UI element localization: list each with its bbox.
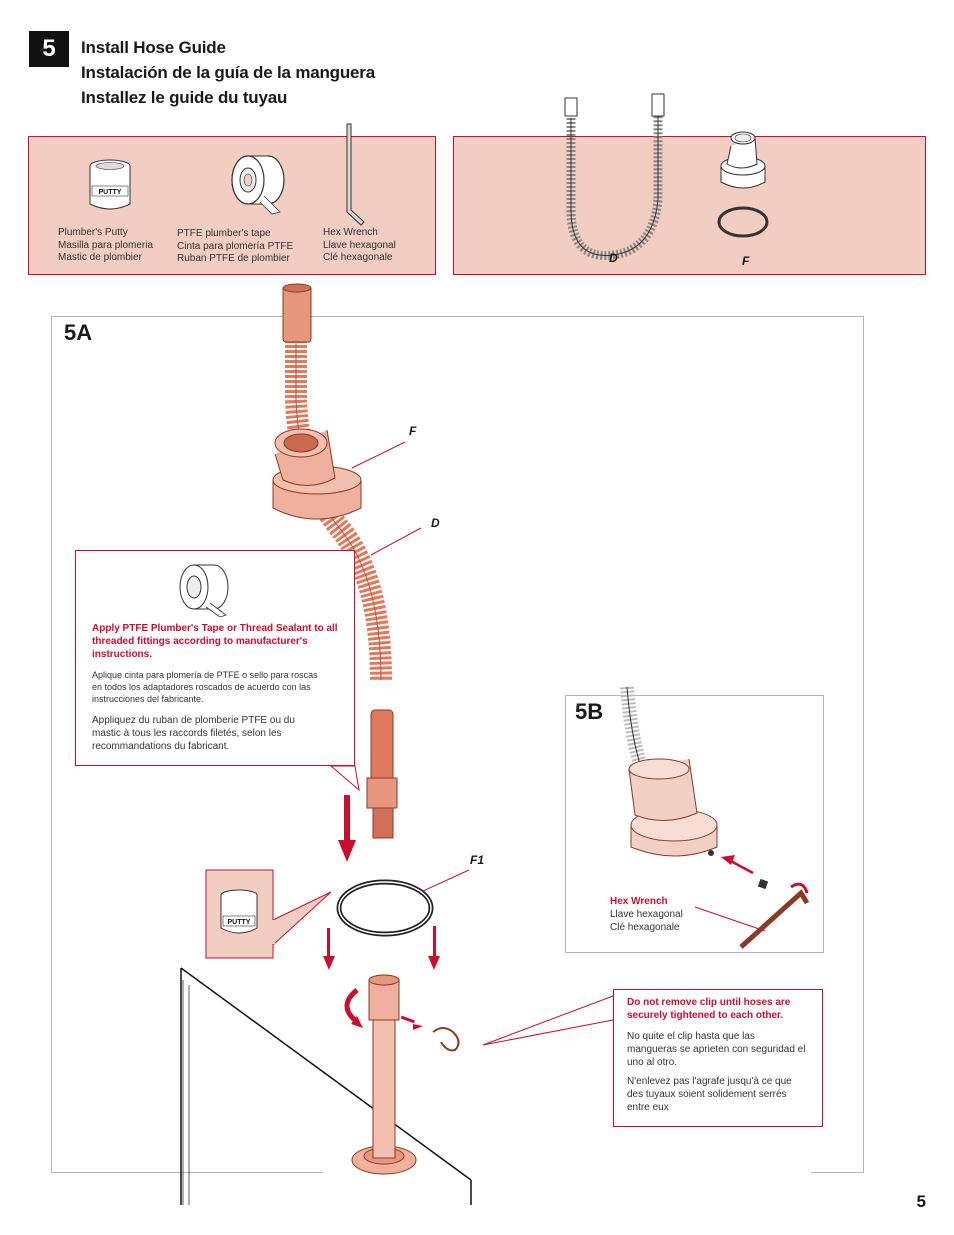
ptfe-callout: Apply PTFE Plumber's Tape or Thread Seal… [75, 550, 355, 766]
wrench-5b-label: Hex Wrench Llave hexagonal Clé hexagonal… [610, 896, 683, 933]
clip-warning-box: Do not remove clip until hoses are secur… [613, 989, 823, 1127]
parts-panel [453, 136, 926, 275]
title-es: Instalación de la guía de la manguera [81, 63, 375, 82]
part-letter-d: D [609, 251, 618, 265]
warning-title: Do not remove clip until hoses are secur… [627, 997, 791, 1021]
ptfe-callout-fr: Appliquez du ruban de plomberie PTFE ou … [92, 715, 295, 752]
putty-inset-frame: PUTTY [205, 869, 332, 959]
set-screw-icon [757, 878, 769, 890]
part-letter-f: F [742, 254, 750, 268]
hose-clip-icon [400, 1015, 460, 1052]
gasket-part-icon [717, 206, 769, 238]
leader-warning-a [482, 1019, 614, 1046]
title-en: Install Hose Guide [81, 38, 226, 57]
page-number: 5 [916, 1192, 926, 1211]
warning-es: No quite el clip hasta que las mangueras… [627, 1031, 806, 1068]
arrow-5b-icon [726, 857, 754, 875]
rotate-arrow-icon [344, 988, 359, 1024]
ptfe-callout-es: Aplique cinta para plomería de PTFE o se… [92, 670, 318, 704]
gasket-f1-icon [336, 879, 434, 937]
arrow-down-main-icon [338, 795, 356, 862]
rotate-5b-icon [790, 882, 809, 894]
putty-inset-label: PUTTY [228, 919, 251, 926]
tools-illustration: PUTTY [89, 123, 365, 226]
hex-wrench-icon [346, 123, 365, 226]
putty-jar-icon: PUTTY [89, 159, 131, 210]
hose-bottom-icon [366, 709, 398, 839]
putty-jar-label: PUTTY [99, 189, 122, 196]
leader-wrench [694, 906, 766, 932]
hex-wrench-5b-icon [739, 889, 810, 949]
step-5b-illustration [620, 686, 810, 949]
leader-warning-b [482, 995, 614, 1046]
leader-f1 [420, 869, 470, 893]
hose-guide-5b-icon [628, 758, 718, 857]
warning-fr: N'enlevez pas l'agrafe jusqu'à ce que de… [627, 1076, 792, 1113]
parts-illustration [564, 93, 769, 260]
ptfe-tape-icon [231, 155, 285, 215]
valve-stem-icon [351, 974, 417, 1175]
hose-5b-icon [620, 686, 652, 787]
ptfe-callout-title: Apply PTFE Plumber's Tape or Thread Seal… [92, 623, 338, 660]
label-f1: F1 [470, 853, 485, 867]
hose-guide-5a-icon [272, 428, 362, 520]
step-5a-illustration: PUTTY [180, 283, 811, 1205]
ptfe-tape-callout-icon [179, 564, 229, 617]
step-5a-tag: 5A [64, 320, 93, 345]
leader-d [370, 527, 422, 556]
arrow-down-left-icon [323, 928, 335, 970]
label-f: F [409, 424, 417, 438]
arrow-down-right-icon [428, 926, 440, 970]
step-number-badge: 5 [29, 31, 69, 67]
leader-f [351, 441, 406, 469]
step-5b-tag: 5B [575, 699, 604, 724]
countertop-shape [180, 967, 811, 1205]
hose-part-icon [564, 93, 665, 260]
hose-guide-part-icon [720, 131, 766, 189]
label-d: D [431, 516, 440, 530]
title-fr: Installez le guide du tuyau [81, 88, 288, 107]
